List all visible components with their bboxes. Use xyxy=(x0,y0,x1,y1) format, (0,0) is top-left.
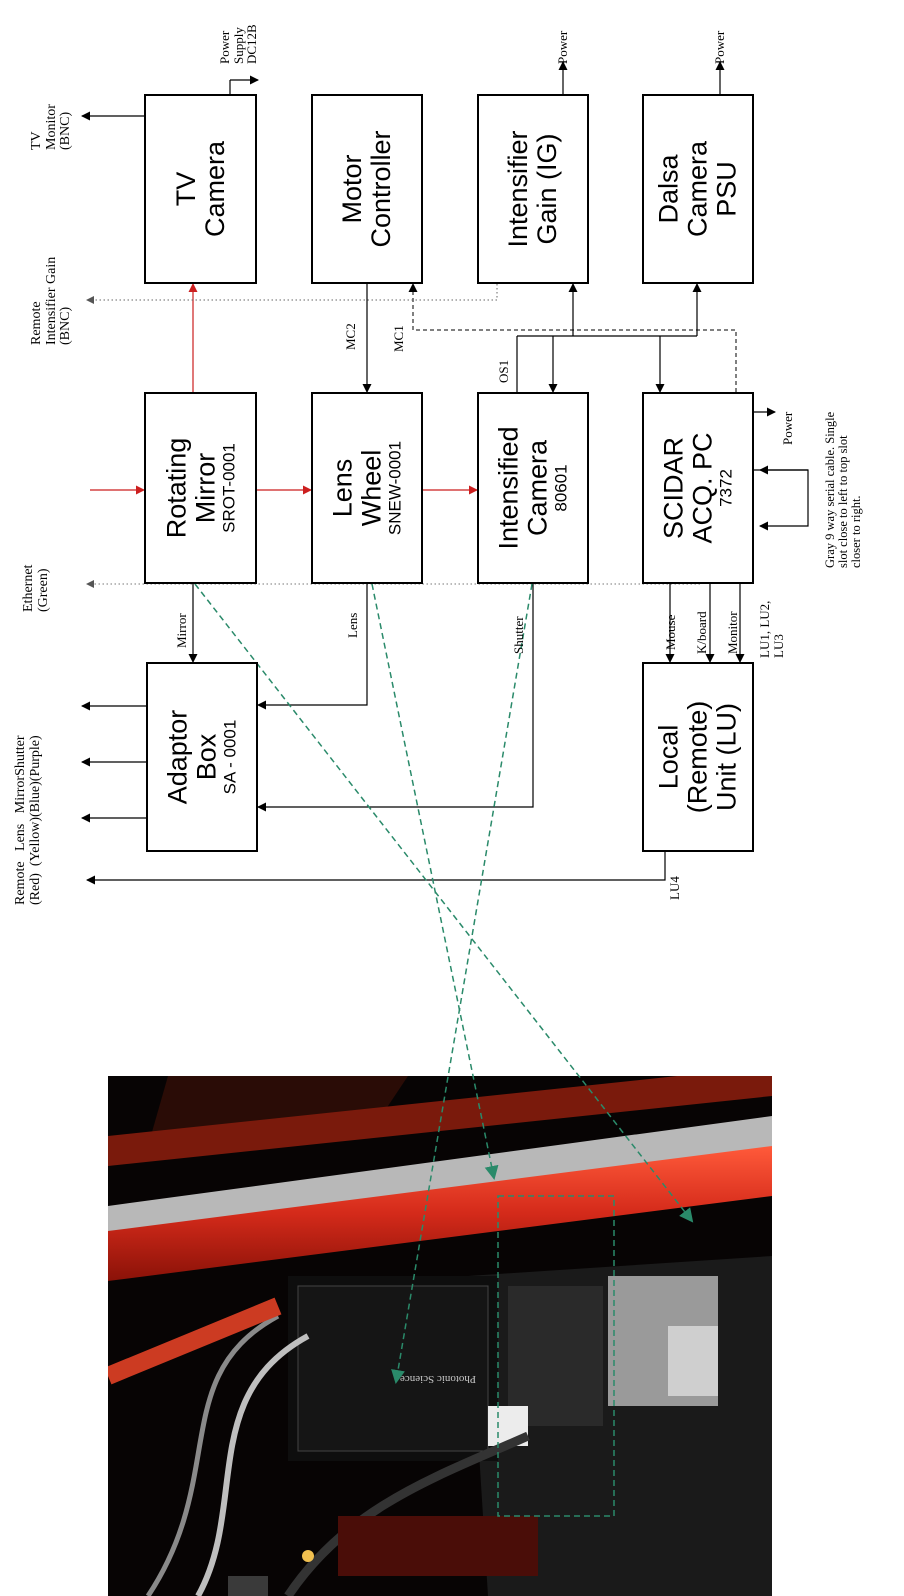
label-line: (BNC) xyxy=(59,104,74,150)
block-title-1: Dalsa xyxy=(654,141,683,237)
label-line: Remote xyxy=(30,257,45,345)
tv-monitor-label: TV Monitor (BNC) xyxy=(30,104,74,150)
block-title-2: Box xyxy=(193,710,222,805)
label-line: Supply xyxy=(232,24,246,64)
block-title-1: Local xyxy=(654,701,683,814)
label-line: Mirror xyxy=(175,613,189,648)
label-line: Intensifier Gain xyxy=(45,257,60,345)
label-line: Power xyxy=(218,24,232,64)
label-line: (BNC) xyxy=(59,257,74,345)
label-line: MC2 xyxy=(344,323,358,350)
block-title-2: (Remote) xyxy=(683,701,712,814)
block-title-1: TV xyxy=(171,141,200,237)
block-title-1: Motor xyxy=(338,130,367,247)
label-line: MC1 xyxy=(392,325,406,352)
serial-cable-note: Gray 9 way serial cable. Single slot clo… xyxy=(824,412,863,568)
label-line: Mouse xyxy=(664,615,678,650)
mc2-label: MC2 xyxy=(344,323,358,350)
os1-label: OS1 xyxy=(497,360,511,383)
label-line: Power xyxy=(781,412,795,445)
block-code: SA - 0001 xyxy=(222,710,240,805)
label-line: LU3 xyxy=(772,601,786,658)
block-title-2: Gain (IG) xyxy=(533,130,562,247)
block-title-2: Camera xyxy=(201,141,230,237)
label-line: Power xyxy=(556,31,570,64)
power-label-dalsa: Power xyxy=(713,31,727,64)
label-line: DC12B xyxy=(245,24,259,64)
label-line: Remote Lens MirrorShutter xyxy=(14,735,29,905)
block-title-3: PSU xyxy=(713,141,742,237)
block-title-3: Unit (LU) xyxy=(713,701,742,814)
block-title-1: Intensifier xyxy=(504,130,533,247)
block-code: SNEW-0001 xyxy=(387,441,405,535)
remote-ig-label: Remote Intensifier Gain (BNC) xyxy=(30,257,74,345)
label-line: K/board xyxy=(695,611,709,654)
local-unit-block: Local(Remote)Unit (LU) xyxy=(642,662,754,852)
label-line: Ethernet xyxy=(22,565,37,612)
block-title-1: SCIDAR xyxy=(660,432,689,543)
block-code: SROT-0001 xyxy=(220,438,238,539)
block-code: 80601 xyxy=(553,426,571,549)
power-label-pc: Power xyxy=(781,412,795,445)
block-title-2: Controller xyxy=(367,130,396,247)
power-supply-label: Power Supply DC12B xyxy=(218,24,259,64)
label-line: TV xyxy=(30,104,45,150)
block-title-1: Lens xyxy=(329,441,358,535)
label-line: Lens xyxy=(346,613,360,638)
block-title-2: Wheel xyxy=(358,441,387,535)
label-line: LU1, LU2, xyxy=(758,601,772,658)
block-title-2: Camera xyxy=(683,141,712,237)
mouse-label: Mouse xyxy=(664,615,678,650)
monitor-label: Monitor xyxy=(726,611,740,654)
block-title-1: Intensified xyxy=(495,426,524,549)
label-line: Monitor xyxy=(45,104,60,150)
label-line: (Green) xyxy=(37,565,52,612)
lu4-label: LU4 xyxy=(668,876,682,900)
mc1-label: MC1 xyxy=(392,325,406,352)
block-code: 7372 xyxy=(718,432,736,543)
label-line: LU4 xyxy=(668,876,682,900)
label-line: Shutter xyxy=(512,616,526,654)
block-title-2: Mirror xyxy=(191,438,220,539)
label-line: Monitor xyxy=(726,611,740,654)
block-title-1: Adaptor xyxy=(164,710,193,805)
mirror-label: Mirror xyxy=(175,613,189,648)
lens-label: Lens xyxy=(346,613,360,638)
lu123-label: LU1, LU2, LU3 xyxy=(758,601,785,658)
keyboard-label: K/board xyxy=(695,611,709,654)
block-title-1: Rotating xyxy=(162,438,191,539)
block-title-2: Camera xyxy=(524,426,553,549)
ethernet-label: Ethernet (Green) xyxy=(22,565,51,612)
shutter-label: Shutter xyxy=(512,616,526,654)
block-title-2: ACQ. PC xyxy=(689,432,718,543)
label-line: OS1 xyxy=(497,360,511,383)
remote-outputs-label: Remote Lens MirrorShutter (Red) (Yellow)… xyxy=(14,735,43,905)
power-label-ig: Power xyxy=(556,31,570,64)
label-line: (Red) (Yellow)(Blue)(Purple) xyxy=(29,735,44,905)
label-line: Power xyxy=(713,31,727,64)
label-line: closer to right. xyxy=(850,412,863,568)
